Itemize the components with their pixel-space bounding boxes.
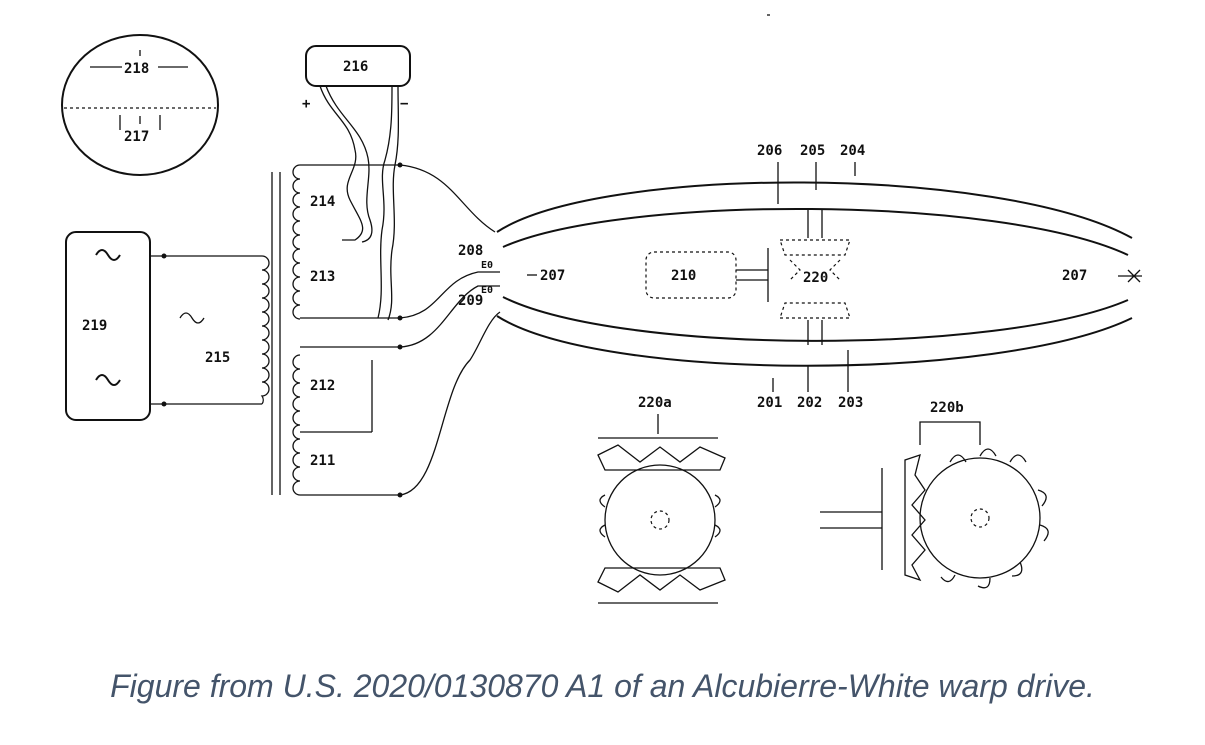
label-207-left: 207 bbox=[540, 268, 565, 284]
label-206: 206 bbox=[757, 143, 782, 159]
hull: 207 206 205 204 201 202 203 bbox=[496, 143, 1142, 411]
plus-terminal-label: + bbox=[302, 96, 310, 112]
label-217: 217 bbox=[124, 129, 149, 145]
figure-caption: Figure from U.S. 2020/0130870 A1 of an A… bbox=[110, 668, 1095, 704]
transformer-primary-215: 215 bbox=[179, 172, 281, 495]
label-220b: 220b bbox=[930, 400, 964, 416]
label-215: 215 bbox=[205, 350, 230, 366]
minus-terminal-label: − bbox=[400, 96, 408, 112]
feed-wires: 208 209 E0 E0 207 bbox=[399, 164, 565, 496]
label-216: 216 bbox=[343, 59, 368, 75]
secondary-coils: 214 213 212 211 bbox=[292, 162, 403, 498]
detail-220a: 220a bbox=[597, 395, 726, 604]
label-208: 208 bbox=[458, 243, 483, 259]
label-204: 204 bbox=[840, 143, 865, 159]
warp-drive-patent-diagram: 218 217 216 + − 219 215 214 213 bbox=[61, 14, 1142, 604]
label-201: 201 bbox=[757, 395, 782, 411]
label-213: 213 bbox=[310, 269, 335, 285]
label-219: 219 bbox=[82, 318, 107, 334]
label-220: 220 bbox=[803, 270, 828, 286]
label-207-right: 207 bbox=[1062, 268, 1087, 284]
e0-bottom-label: E0 bbox=[481, 285, 493, 296]
label-218: 218 bbox=[124, 61, 149, 77]
label-202: 202 bbox=[797, 395, 822, 411]
ac-source-219: 219 bbox=[65, 231, 262, 421]
label-211: 211 bbox=[310, 453, 335, 469]
oval-217-218: 218 217 bbox=[61, 34, 219, 176]
power-supply-216: 216 + − bbox=[302, 45, 411, 321]
label-203: 203 bbox=[838, 395, 863, 411]
label-210: 210 bbox=[671, 268, 696, 284]
label-212: 212 bbox=[310, 378, 335, 394]
detail-220b: 220b bbox=[820, 400, 1049, 589]
label-205: 205 bbox=[800, 143, 825, 159]
e0-top-label: E0 bbox=[481, 260, 493, 271]
label-220a: 220a bbox=[638, 395, 672, 411]
label-209: 209 bbox=[458, 293, 483, 309]
unit-210-220: 210 220 bbox=[645, 210, 851, 345]
label-214: 214 bbox=[310, 194, 335, 210]
